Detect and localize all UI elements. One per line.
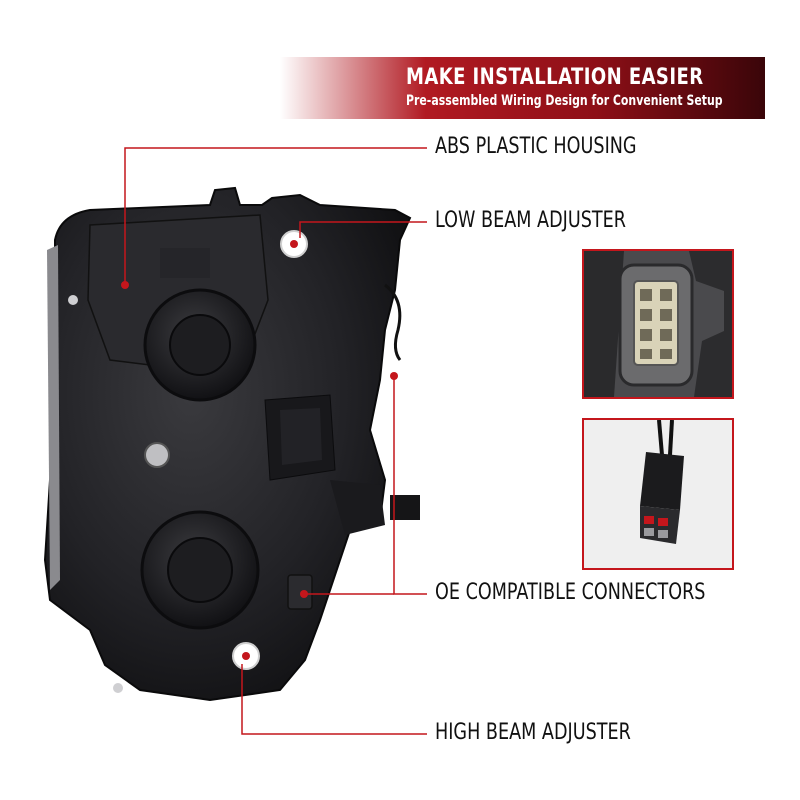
callout-connectors: OE COMPATIBLE CONNECTORS — [435, 580, 706, 605]
connector-closeup-inset — [582, 249, 734, 399]
plug-closeup-inset — [582, 418, 734, 570]
connector-dot — [300, 590, 308, 598]
leader-housing — [124, 147, 427, 285]
callout-high-beam: HIGH BEAM ADJUSTER — [435, 720, 631, 745]
housing-dot — [121, 281, 129, 289]
callout-low-beam: LOW BEAM ADJUSTER — [435, 208, 626, 233]
leader-high-beam — [241, 664, 427, 735]
banner-title: MAKE INSTALLATION EASIER — [406, 65, 704, 90]
callout-housing: ABS PLASTIC HOUSING — [435, 134, 637, 159]
plug-photo-icon — [584, 420, 732, 568]
banner-subtitle: Pre-assembled Wiring Design for Convenie… — [406, 93, 723, 109]
connector-photo-icon — [584, 251, 732, 397]
wire-dot — [390, 372, 398, 380]
leader-low-beam — [299, 221, 427, 238]
header-banner: MAKE INSTALLATION EASIER Pre-assembled W… — [280, 57, 765, 119]
leader-connectors — [393, 378, 427, 595]
